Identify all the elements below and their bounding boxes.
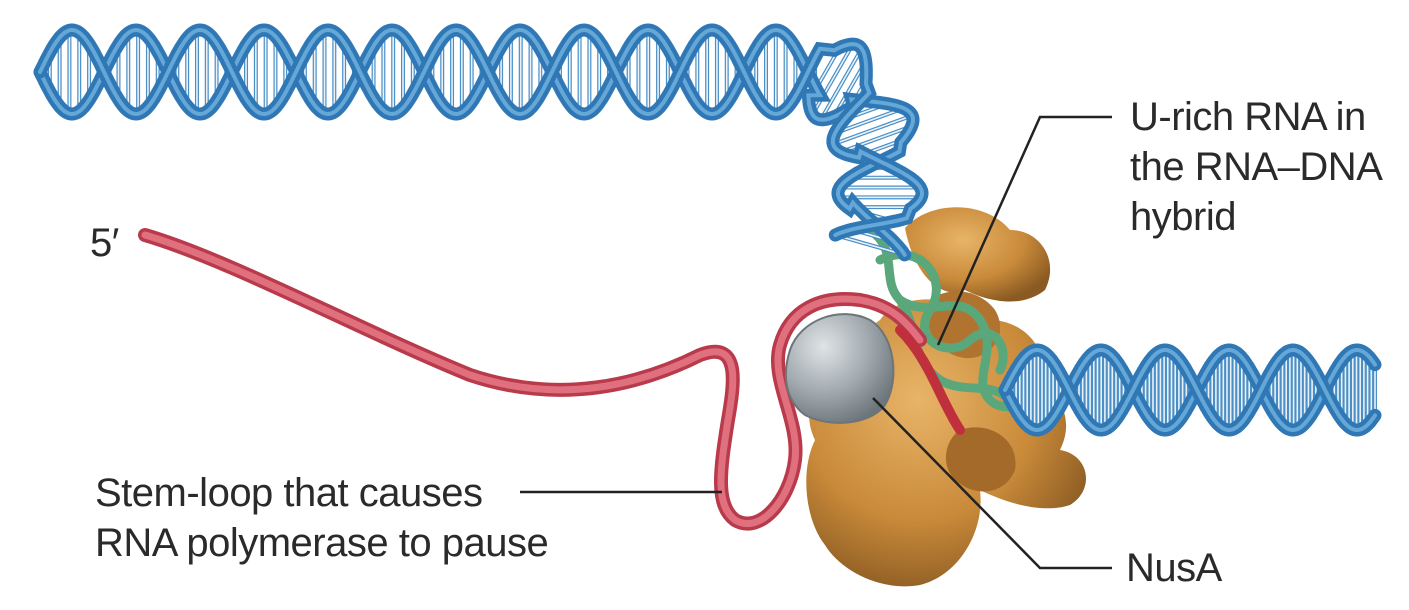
stem-loop-label: Stem-loop that causes RNA polymerase to … <box>95 468 548 568</box>
nusa-protein <box>786 314 894 423</box>
upstream-dna-helix <box>40 30 922 255</box>
dna-strand-b-highlight <box>40 30 922 235</box>
nusa-label: NusA <box>1126 543 1222 593</box>
stem-loop-label-line-1: Stem-loop that causes <box>95 468 548 518</box>
downstream-dna-helix <box>1005 350 1375 430</box>
stem-loop-label-line-2: RNA polymerase to pause <box>95 518 548 568</box>
u-rich-label-line-2: the RNA–DNA <box>1130 142 1382 192</box>
five-prime-label: 5′ <box>90 218 119 268</box>
u-rich-label-line-1: U-rich RNA in <box>1130 92 1382 142</box>
u-rich-label-line-3: hybrid <box>1130 192 1382 242</box>
u-rich-rna-label: U-rich RNA in the RNA–DNA hybrid <box>1130 92 1382 242</box>
